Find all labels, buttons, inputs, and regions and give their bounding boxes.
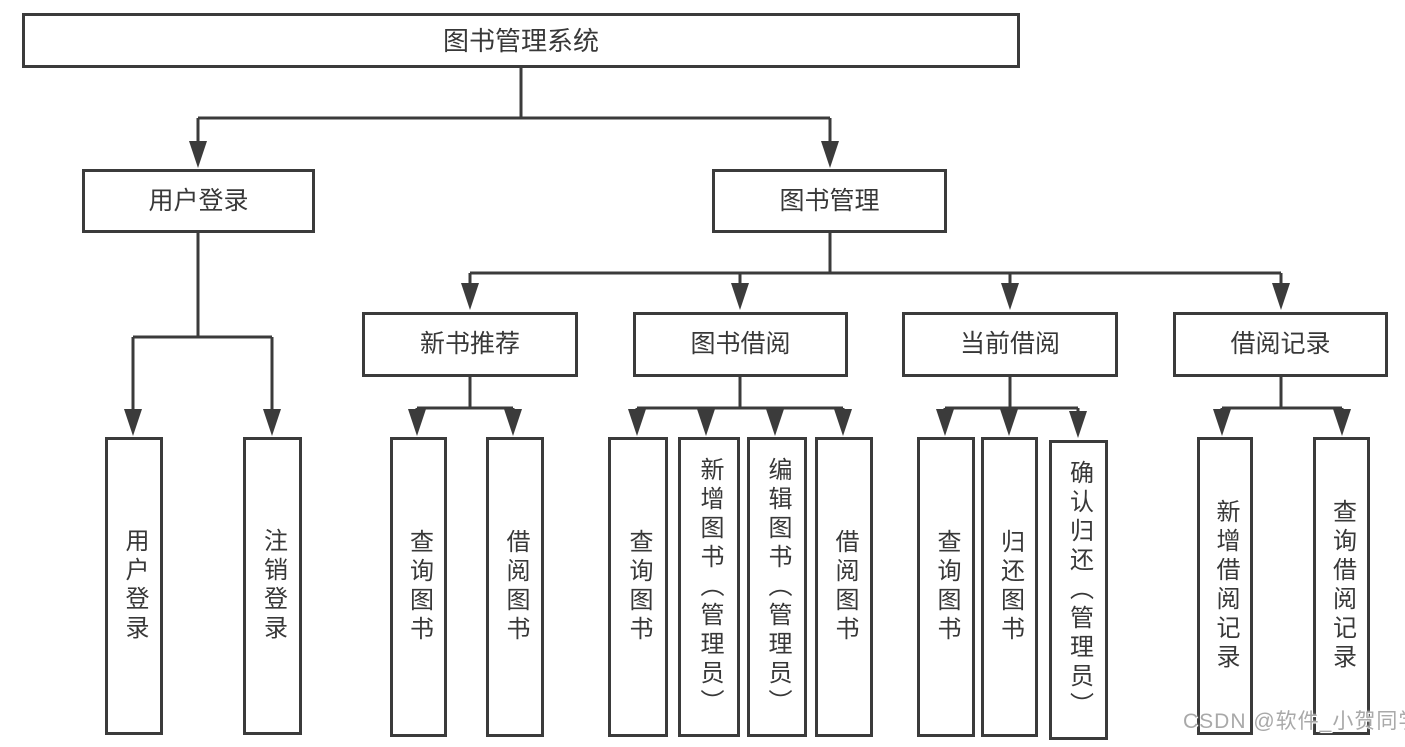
node-cb-confirm-return-admin: 确认归还（管理员）	[1049, 440, 1108, 740]
arrowhead-icon	[936, 409, 954, 436]
arrowhead-icon	[504, 409, 522, 436]
node-nbr-borrow-books: 借阅图书	[486, 437, 544, 737]
node-br-add-record: 新增借阅记录	[1197, 437, 1253, 735]
arrowhead-icon	[1213, 409, 1231, 436]
arrowhead-icon	[461, 283, 479, 310]
arrowhead-icon	[1333, 409, 1351, 436]
arrowhead-icon	[731, 283, 749, 310]
node-user-login: 用户登录	[82, 169, 315, 233]
arrowhead-icon	[1001, 283, 1019, 310]
arrowhead-icon	[1069, 411, 1087, 438]
arrowhead-icon	[697, 409, 715, 436]
node-new-book-recommend: 新书推荐	[362, 312, 578, 377]
node-bb-add-books-admin: 新增图书（管理员）	[678, 437, 740, 737]
arrowhead-icon	[124, 409, 142, 436]
node-book-management: 图书管理	[712, 169, 947, 233]
node-book-borrowing: 图书借阅	[633, 312, 848, 377]
node-current-borrowing: 当前借阅	[902, 312, 1118, 377]
arrowhead-icon	[766, 409, 784, 436]
arrowhead-icon	[263, 409, 281, 436]
arrowhead-icon	[1000, 409, 1018, 436]
node-br-query-record: 查询借阅记录	[1313, 437, 1370, 735]
node-leaf-logout: 注销登录	[243, 437, 302, 735]
arrowhead-icon	[408, 409, 426, 436]
node-leaf-user-login: 用户登录	[105, 437, 163, 735]
node-nbr-query-books: 查询图书	[390, 437, 447, 737]
csdn-watermark: CSDN @软件_小贺同学	[1183, 710, 1405, 733]
arrowhead-icon	[834, 409, 852, 436]
arrowhead-icon	[189, 141, 207, 168]
node-bb-query-books: 查询图书	[608, 437, 668, 737]
node-bb-edit-books-admin: 编辑图书（管理员）	[747, 437, 807, 737]
node-bb-borrow-books: 借阅图书	[815, 437, 873, 737]
node-root-library-system: 图书管理系统	[22, 13, 1020, 68]
node-cb-return-books: 归还图书	[981, 437, 1038, 737]
node-cb-query-books: 查询图书	[917, 437, 975, 737]
arrowhead-icon	[628, 409, 646, 436]
node-borrowing-records: 借阅记录	[1173, 312, 1388, 377]
arrowhead-icon	[821, 141, 839, 168]
arrowhead-icon	[1272, 283, 1290, 310]
